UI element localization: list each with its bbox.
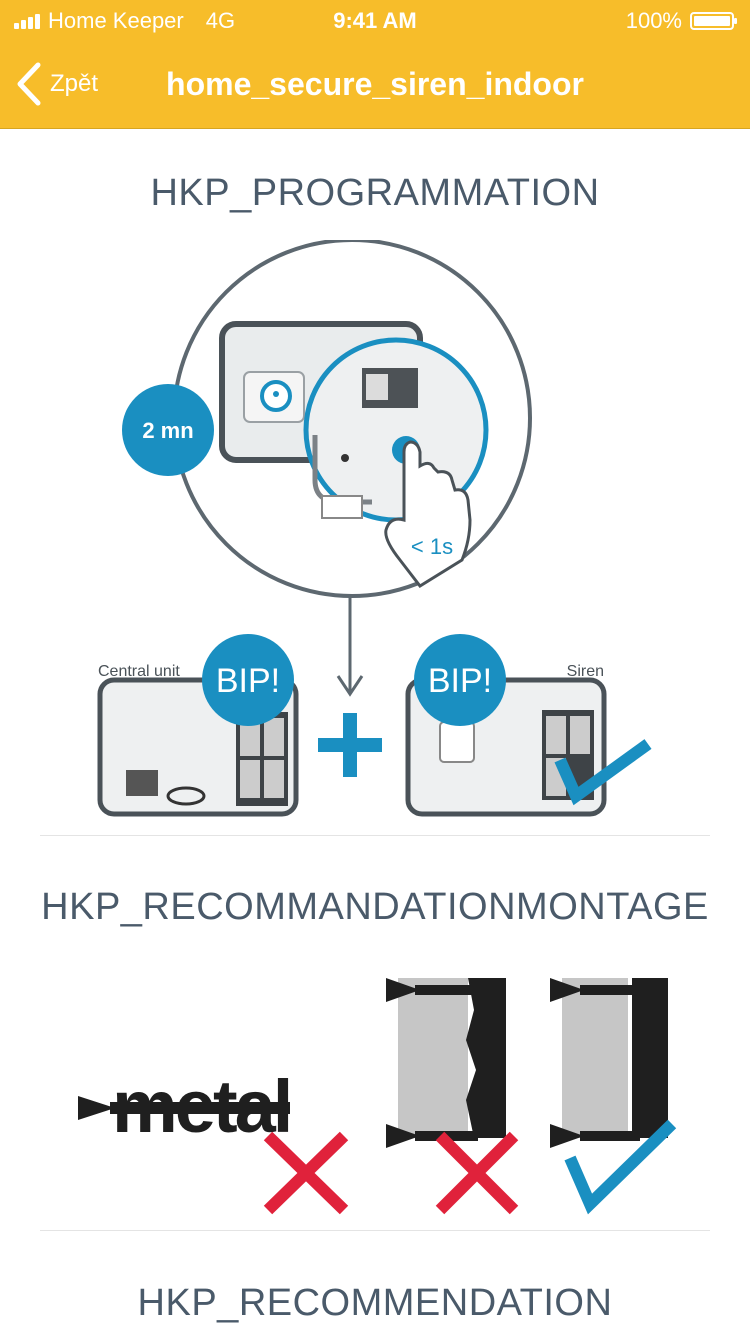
bip-right-badge (414, 634, 506, 726)
siren-label: Siren (567, 663, 604, 680)
navigation-bar: Zpět home_secure_siren_indoor (0, 40, 750, 129)
wrong-icon (263, 1131, 349, 1215)
back-label: Zpět (50, 70, 99, 97)
status-bar: Home Keeper 4G 9:41 AM 100% (0, 0, 750, 40)
mounting-illustration: metal (78, 978, 677, 1215)
bip-left-label: BIP! (216, 662, 280, 700)
recommendation-title: HKP_RECOMMENDATION (137, 1282, 613, 1324)
signal-icon (14, 13, 40, 29)
timer-badge (122, 384, 214, 476)
recommandation-montage-title: HKP_RECOMMANDATIONMONTAGE (41, 886, 709, 928)
carrier-label: Home Keeper (48, 8, 184, 33)
network-label: 4G (205, 8, 236, 33)
programmation-title: HKP_PROGRAMMATION (150, 172, 600, 214)
clock: 9:41 AM (333, 8, 417, 33)
press-duration-label: < 1s (411, 534, 453, 559)
divider (40, 1230, 710, 1231)
central-unit-label: Central unit (98, 663, 180, 680)
bip-right-label: BIP! (428, 662, 492, 700)
timer-label: 2 mn (142, 418, 193, 443)
bip-left-badge (202, 634, 294, 726)
divider (40, 835, 710, 836)
page-title: home_secure_siren_indoor (166, 66, 584, 102)
back-button[interactable]: Zpět (16, 62, 98, 106)
programming-illustration: < 1s 2 mn Central unit BIP! Siren BIP! (97, 240, 652, 817)
chevron-left-icon (17, 62, 41, 106)
check-icon (554, 739, 652, 806)
battery-percent: 100% (625, 8, 682, 33)
check-icon (564, 1119, 677, 1215)
battery-icon (690, 12, 737, 30)
